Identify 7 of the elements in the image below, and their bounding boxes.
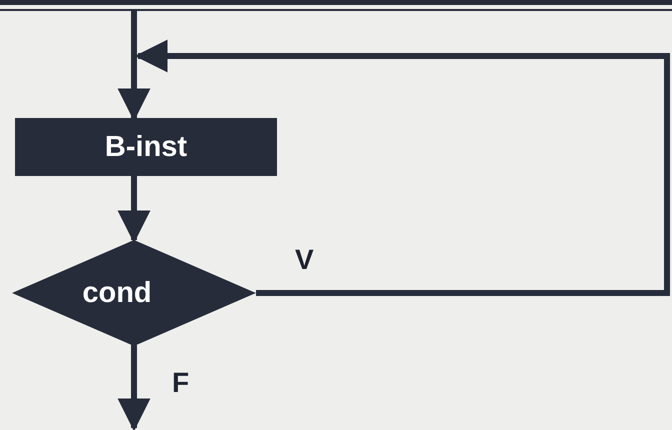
arrow [118,345,150,430]
arrow [134,40,670,296]
node-label: cond [82,276,152,310]
decision-diamond [12,240,256,346]
process-box [15,118,277,176]
arrow [118,176,150,244]
node-label: B-inst [104,130,188,164]
